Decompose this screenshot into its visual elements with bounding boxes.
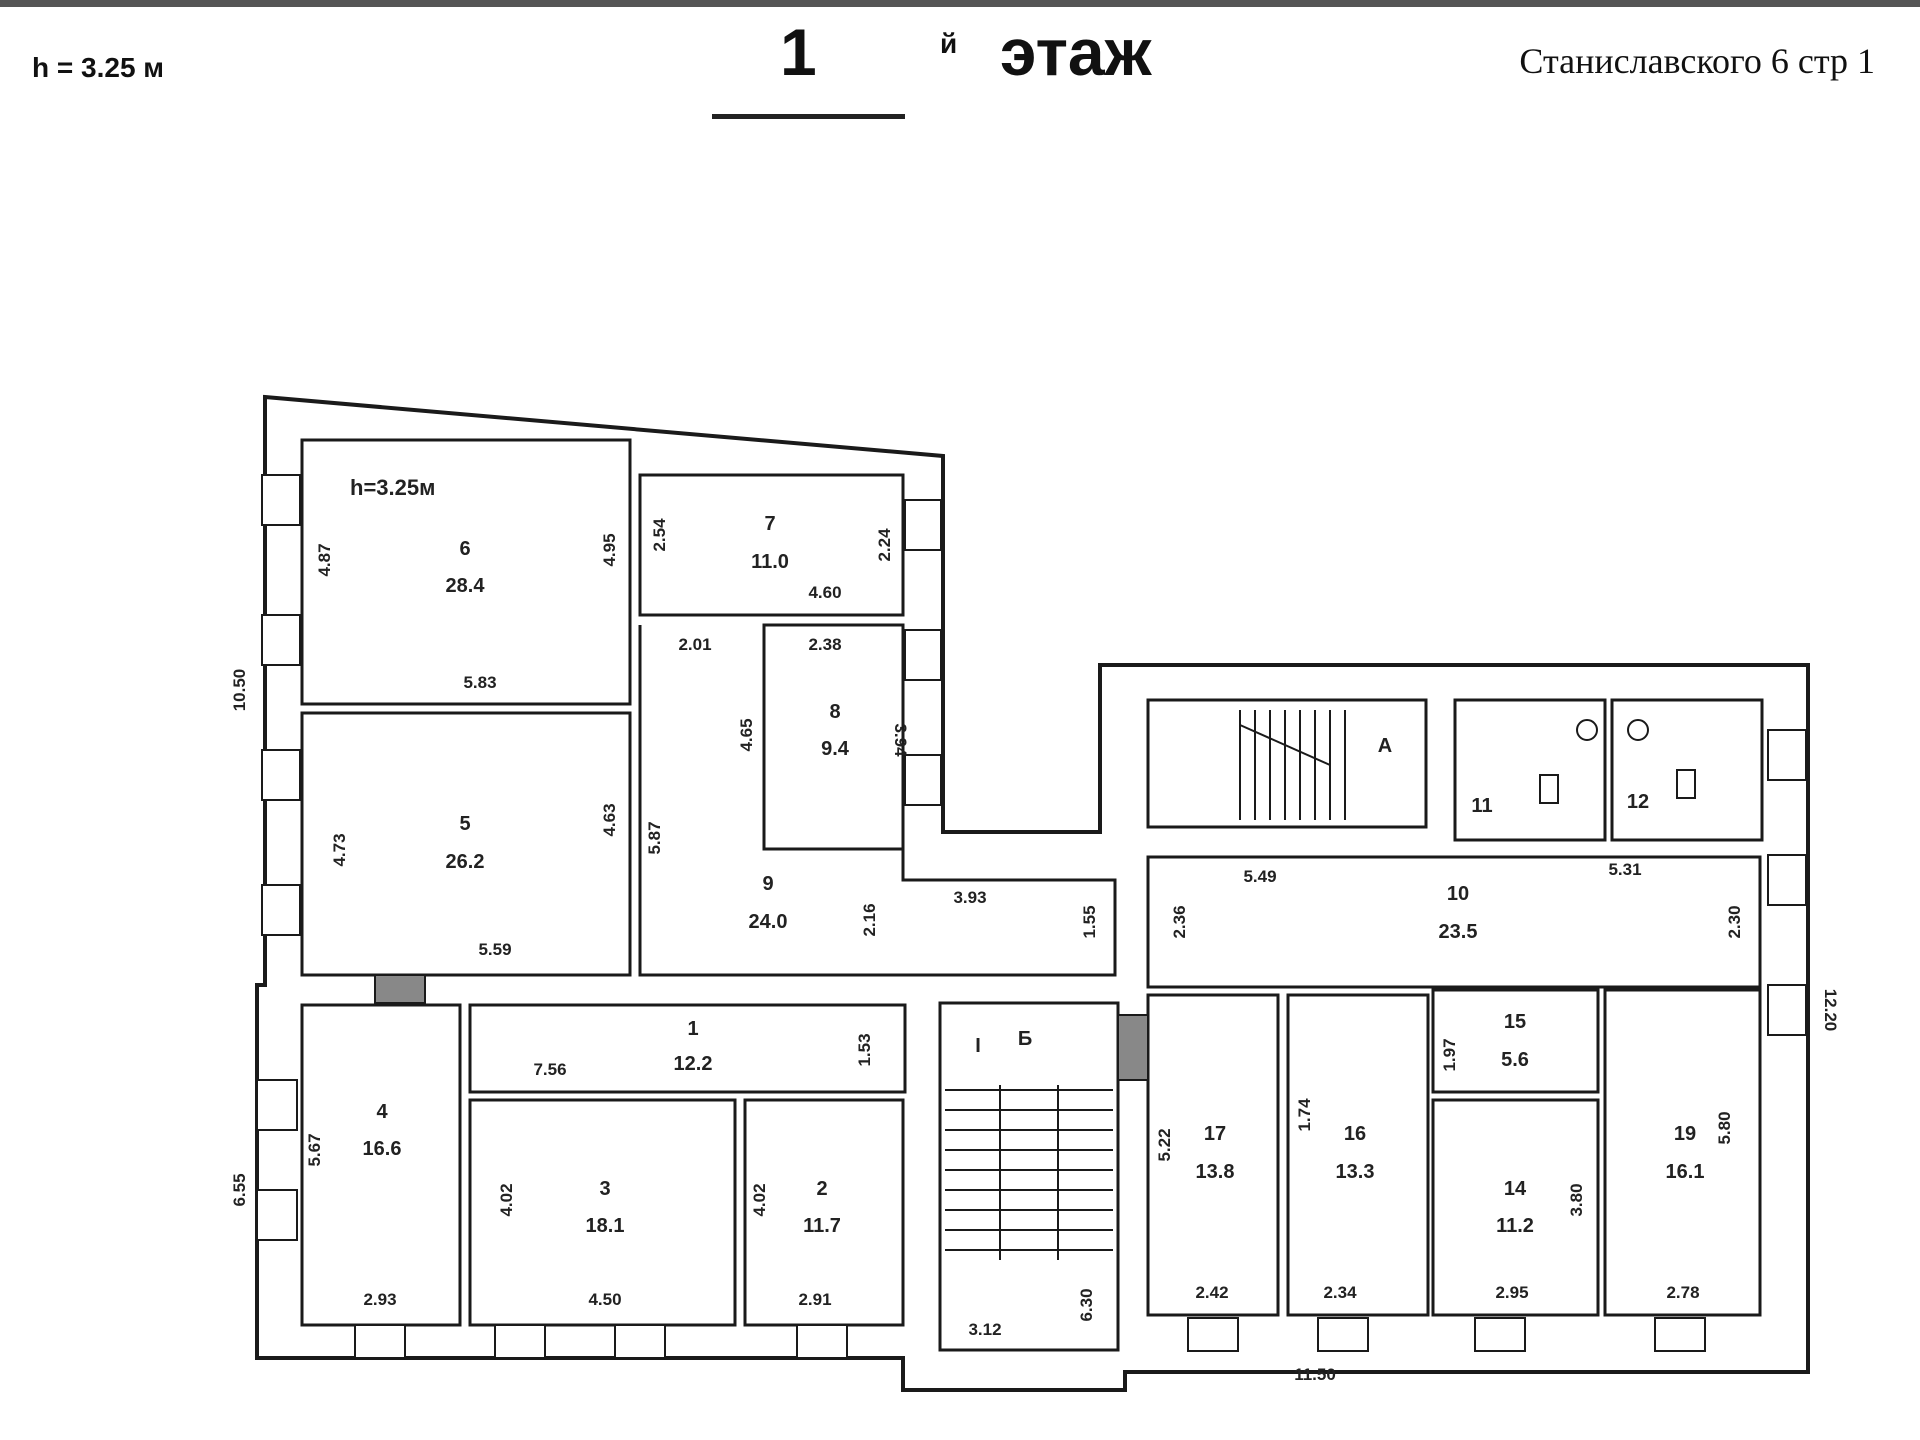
room-area: 12.2 <box>674 1053 713 1075</box>
room-number: 3 <box>599 1178 610 1200</box>
room-area: 18.1 <box>586 1215 625 1237</box>
dimension-label: 4.63 <box>600 803 619 836</box>
stair-b-label: Б <box>1018 1028 1032 1050</box>
dimension-label: 5.67 <box>305 1133 324 1166</box>
dimension-label: 5.31 <box>1608 860 1641 879</box>
dimension-label: 6.55 <box>230 1173 249 1206</box>
room-number: 4 <box>376 1101 388 1123</box>
floor-suffix: й <box>940 28 958 59</box>
room-number: 9 <box>762 873 773 895</box>
room-area: 16.1 <box>1666 1161 1705 1183</box>
top-border-bar <box>0 0 1920 7</box>
dimension-label: 5.22 <box>1155 1128 1174 1161</box>
dimension-label: 10.50 <box>230 669 249 712</box>
room-number: 5 <box>459 813 470 835</box>
dimension-label: 2.93 <box>363 1290 396 1309</box>
stair-a-label: А <box>1378 735 1392 757</box>
dimension-label: 4.95 <box>600 533 619 566</box>
room-labels: h=3.25м 1 12.2 2 11.7 3 18.1 4 16.6 5 26… <box>350 475 1704 1237</box>
room-area: 23.5 <box>1439 921 1478 943</box>
address-label: Станиславского 6 стр 1 <box>1519 41 1875 81</box>
stair-b-treads <box>945 1085 1113 1260</box>
room-area: 11.7 <box>803 1215 841 1237</box>
floor-title: 1 й этаж <box>780 14 1151 90</box>
dimension-label: 2.01 <box>678 635 711 654</box>
room-number: 11 <box>1471 795 1492 817</box>
dimension-label: 2.24 <box>875 528 894 562</box>
room-area: 24.0 <box>749 911 788 933</box>
room-area: 11.2 <box>1496 1215 1534 1237</box>
dimension-label: 2.42 <box>1195 1283 1228 1302</box>
dimension-label: 6.30 <box>1077 1288 1096 1321</box>
dimension-labels: 10.50 6.55 12.20 11.50 4.87 4.95 5.83 4.… <box>230 518 1840 1384</box>
dimension-label: 1.53 <box>855 1033 874 1066</box>
dimension-label: 4.50 <box>588 1290 621 1309</box>
dimension-label: 5.49 <box>1243 867 1276 886</box>
dimension-label: 2.38 <box>808 635 841 654</box>
dimension-label: 2.34 <box>1323 1283 1357 1302</box>
dimension-label: 2.54 <box>650 518 669 552</box>
dimension-label: 12.20 <box>1821 989 1840 1032</box>
dimension-label: 1.97 <box>1440 1038 1459 1071</box>
room-number: 15 <box>1504 1011 1526 1033</box>
room-area: 13.3 <box>1336 1161 1375 1183</box>
dimension-label: 11.50 <box>1294 1365 1336 1384</box>
room-number: 1 <box>687 1018 698 1040</box>
floor-word: этаж <box>1000 15 1152 89</box>
dimension-label: 5.59 <box>478 940 511 959</box>
dimension-label: 3.93 <box>953 888 986 907</box>
dimension-label: 3.12 <box>968 1320 1001 1339</box>
dimension-label: 4.60 <box>808 583 841 602</box>
room-number: 6 <box>459 538 470 560</box>
dimension-label: 4.02 <box>750 1183 769 1216</box>
room-area: 13.8 <box>1196 1161 1235 1183</box>
dimension-label: 2.16 <box>860 903 879 936</box>
dimension-label: 2.95 <box>1495 1283 1528 1302</box>
dimension-label: 3.80 <box>1567 1183 1586 1216</box>
dimension-label: 2.30 <box>1725 905 1744 938</box>
dimension-label: 4.02 <box>497 1183 516 1216</box>
room-area: 11.0 <box>751 551 789 573</box>
ceiling-height-note: h = 3.25 м <box>32 52 165 83</box>
room-number: 16 <box>1344 1123 1366 1145</box>
room-area: 5.6 <box>1501 1049 1529 1071</box>
dimension-label: 5.80 <box>1715 1111 1734 1144</box>
room-number: 19 <box>1674 1123 1696 1145</box>
plan-walls <box>255 394 1810 1392</box>
floor-number: 1 <box>780 15 817 89</box>
dimension-label: 4.73 <box>330 833 349 866</box>
room-number: 8 <box>829 701 840 723</box>
room-area: 9.4 <box>821 738 850 760</box>
room-number: 14 <box>1504 1178 1527 1200</box>
room-area: 16.6 <box>363 1138 402 1160</box>
dimension-label: 2.91 <box>798 1290 831 1309</box>
room-area: 26.2 <box>446 851 485 873</box>
dimension-label: 4.65 <box>737 718 756 751</box>
room-number: 2 <box>816 1178 827 1200</box>
room-number: 7 <box>764 513 775 535</box>
window-marks <box>256 474 1807 1359</box>
column-hatches <box>374 974 1149 1081</box>
stair-a-treads <box>1239 710 1346 820</box>
room-number: 12 <box>1627 791 1649 813</box>
dimension-label: 1.74 <box>1295 1098 1314 1132</box>
dimension-label: 3.94 <box>891 723 910 757</box>
sanitary-fixtures <box>1539 719 1696 804</box>
inner-height-note: h=3.25м <box>350 475 435 500</box>
room-number: 17 <box>1204 1123 1226 1145</box>
stair-mark-label: I <box>975 1035 981 1057</box>
dimension-label: 5.87 <box>645 821 664 854</box>
title-underline <box>712 114 905 119</box>
room-area: 28.4 <box>446 575 486 597</box>
dimension-label: 7.56 <box>533 1060 566 1079</box>
dimension-label: 5.83 <box>463 673 496 692</box>
dimension-label: 2.36 <box>1170 905 1189 938</box>
room-number: 10 <box>1447 883 1469 905</box>
dimension-label: 4.87 <box>315 543 334 576</box>
dimension-label: 2.78 <box>1666 1283 1699 1302</box>
dimension-label: 1.55 <box>1080 905 1099 938</box>
